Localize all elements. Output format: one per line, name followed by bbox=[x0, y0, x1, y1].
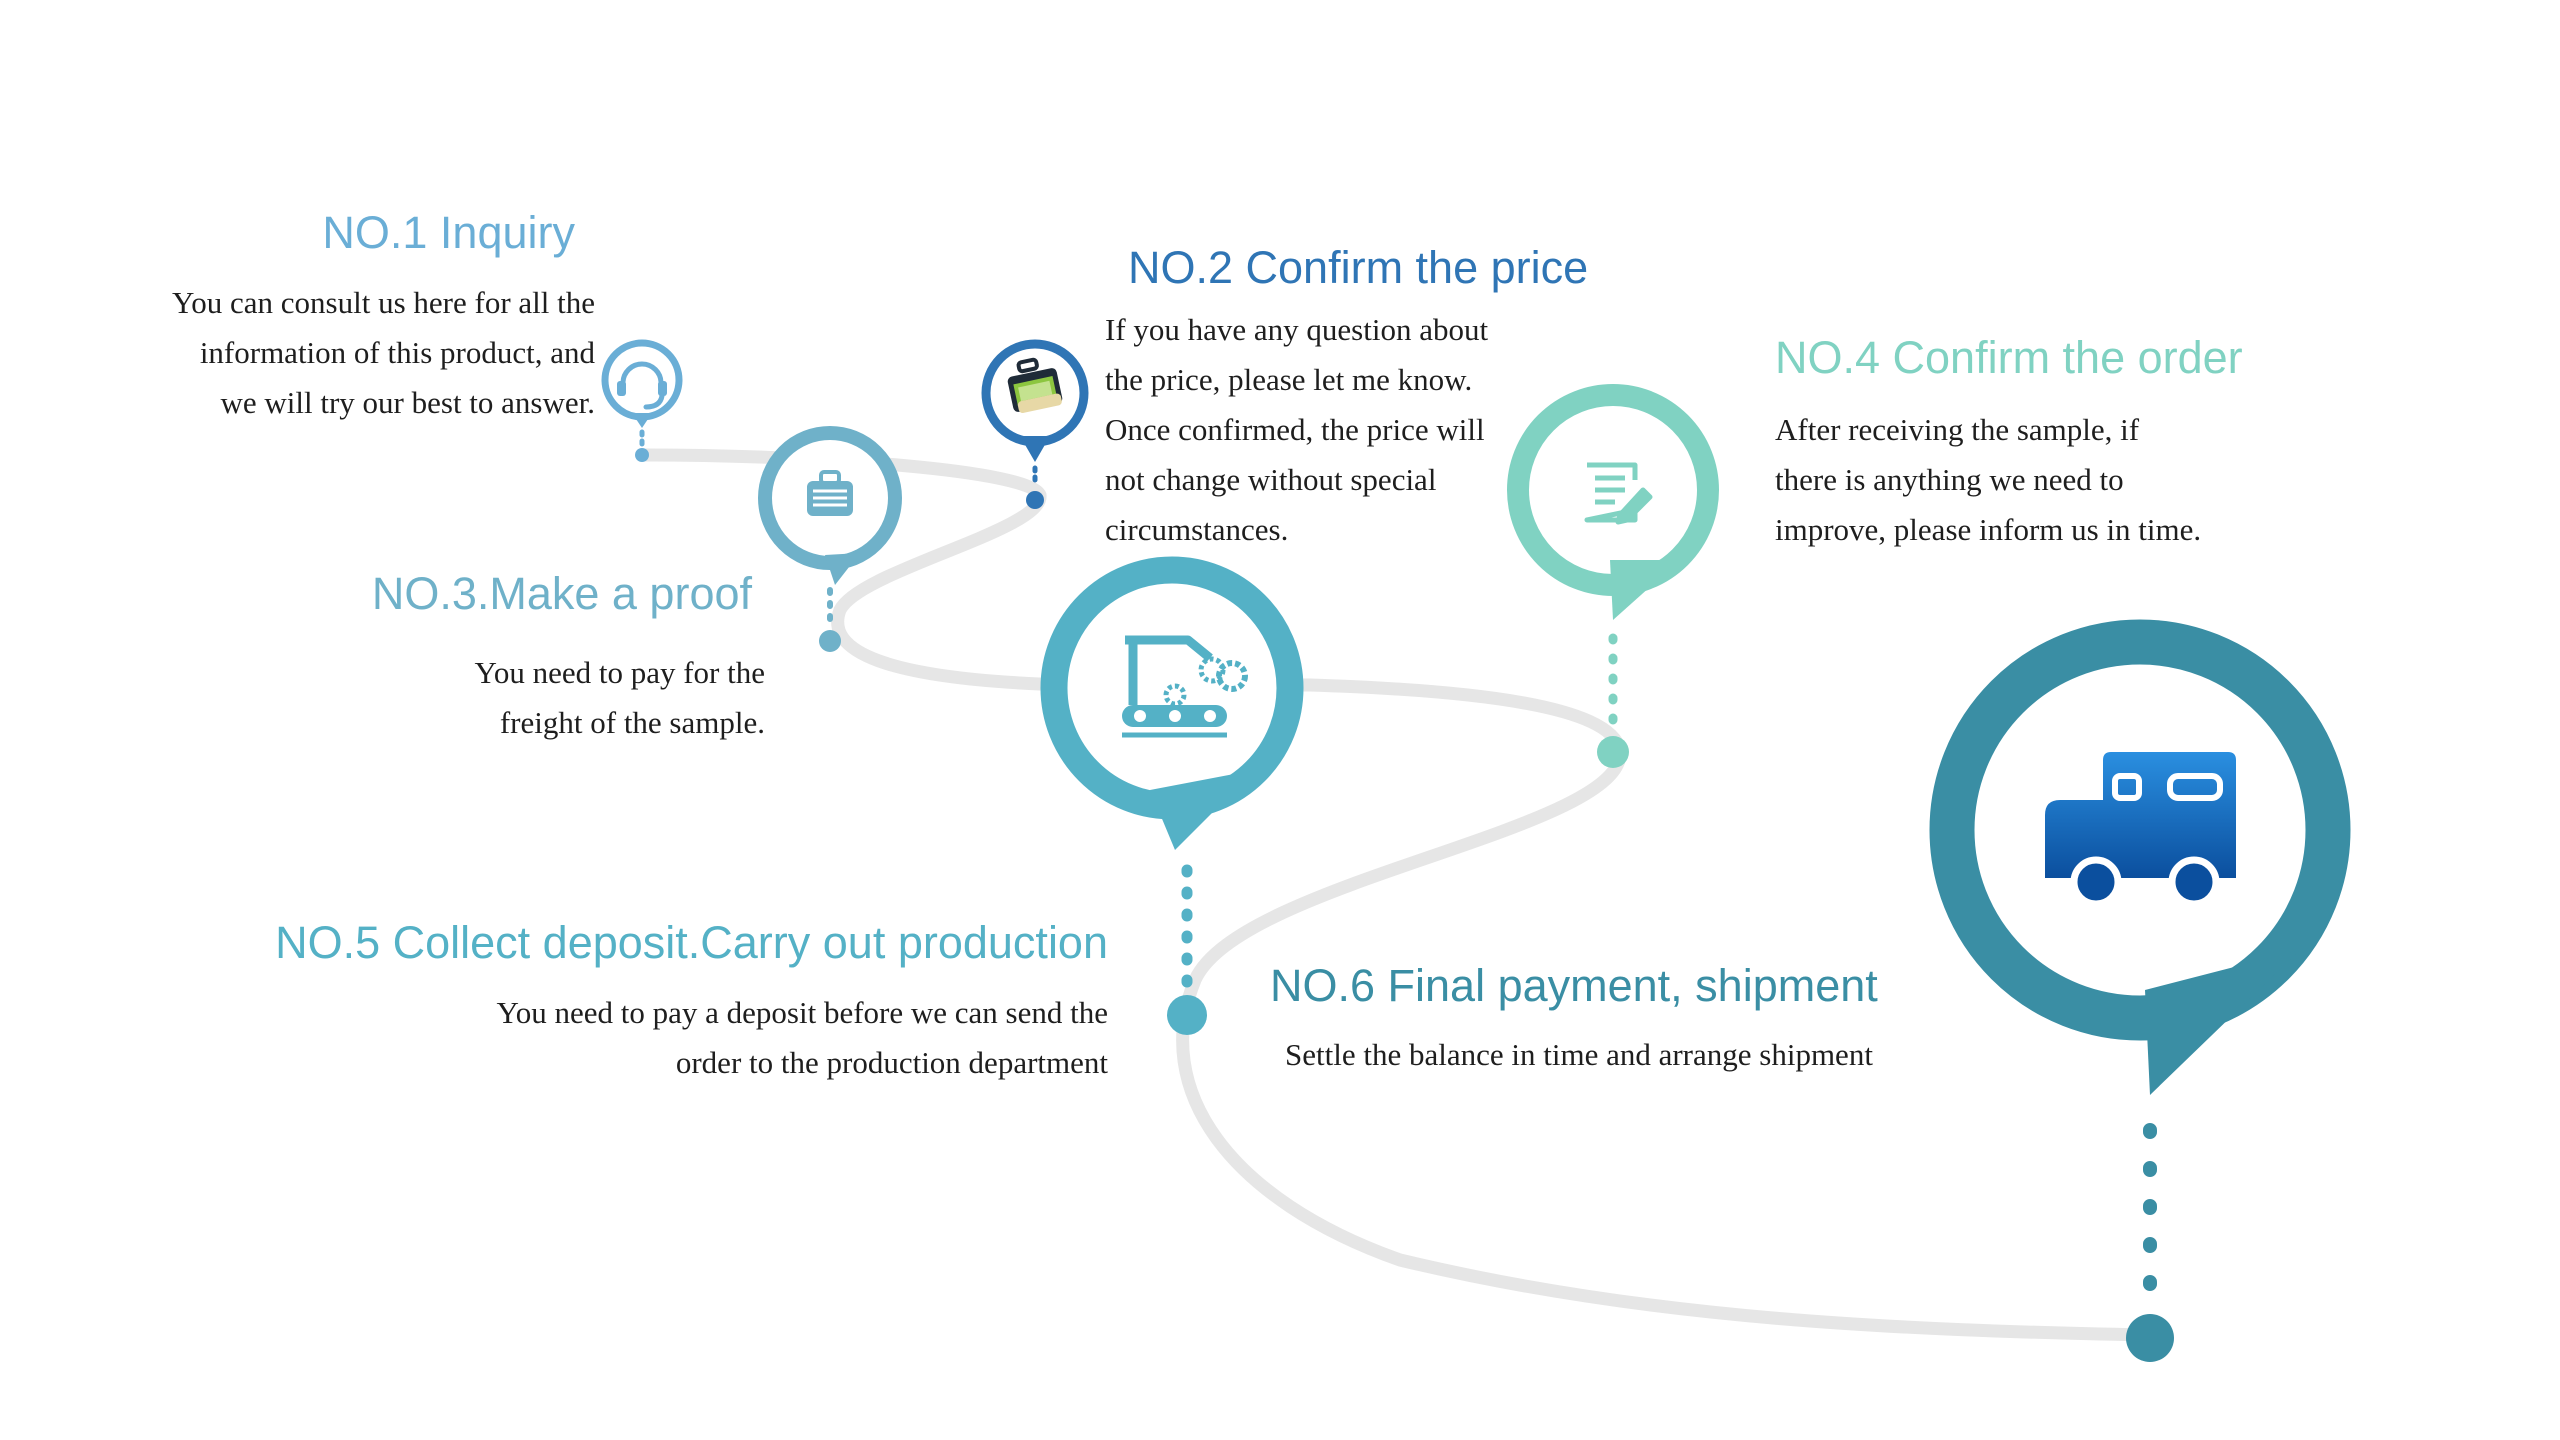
step2-description: If you have any question about the price… bbox=[1105, 305, 1488, 555]
step3-description-line: freight of the sample. bbox=[499, 705, 765, 740]
step3-description: You need to pay for the freight of the s… bbox=[260, 648, 765, 748]
step2-description-line: circumstances. bbox=[1105, 512, 1289, 547]
step2-title: NO.2 Confirm the price bbox=[1128, 242, 1589, 293]
step1-description: You can consult us here for all the info… bbox=[60, 278, 595, 428]
step5-description: You need to pay a deposit before we can … bbox=[280, 988, 1108, 1088]
headset-icon bbox=[617, 361, 667, 410]
winding-path bbox=[638, 448, 2152, 1342]
step4-description-line: improve, please inform us in time. bbox=[1775, 512, 2202, 547]
step4-description: After receiving the sample, if there is … bbox=[1775, 405, 2201, 555]
step6-description: Settle the balance in time and arrange s… bbox=[1285, 1030, 1873, 1080]
step2-description-line: the price, please let me know. bbox=[1105, 362, 1473, 397]
step5-marker bbox=[1040, 556, 1304, 1035]
step5-title: NO.5 Collect deposit.Carry out productio… bbox=[275, 917, 1108, 968]
briefcase-icon bbox=[807, 470, 853, 516]
step6-marker bbox=[1929, 619, 2351, 1362]
step5-description-line: You need to pay a deposit before we can … bbox=[496, 995, 1108, 1030]
document-edit-icon bbox=[1584, 462, 1653, 525]
step4-marker bbox=[1507, 384, 1719, 768]
step1-marker bbox=[601, 339, 683, 462]
step4-description-line: there is anything we need to bbox=[1775, 462, 2124, 497]
step1-description-line: You can consult us here for all the bbox=[171, 285, 595, 320]
step3-marker bbox=[758, 426, 902, 652]
money-case-icon bbox=[1007, 357, 1063, 413]
step4-title: NO.4 Confirm the order bbox=[1775, 332, 2243, 383]
step3-description-line: You need to pay for the bbox=[474, 655, 765, 690]
step1-title: NO.1 Inquiry bbox=[322, 207, 575, 258]
step5-description-line: order to the production department bbox=[675, 1045, 1108, 1080]
step3-title: NO.3.Make a proof bbox=[371, 568, 752, 619]
step6-description-line: Settle the balance in time and arrange s… bbox=[1285, 1037, 1873, 1072]
truck-icon bbox=[2045, 752, 2236, 908]
step2-description-line: If you have any question about bbox=[1105, 312, 1489, 347]
production-line-icon bbox=[1122, 635, 1248, 738]
step6-title: NO.6 Final payment, shipment bbox=[1270, 960, 1878, 1011]
step2-description-line: not change without special bbox=[1105, 462, 1437, 497]
step4-description-line: After receiving the sample, if bbox=[1775, 412, 2140, 447]
step1-description-line: information of this product, and bbox=[199, 335, 595, 370]
step2-marker bbox=[981, 339, 1089, 509]
step2-description-line: Once confirmed, the price will bbox=[1105, 412, 1485, 447]
step1-description-line: we will try our best to answer. bbox=[220, 385, 595, 420]
